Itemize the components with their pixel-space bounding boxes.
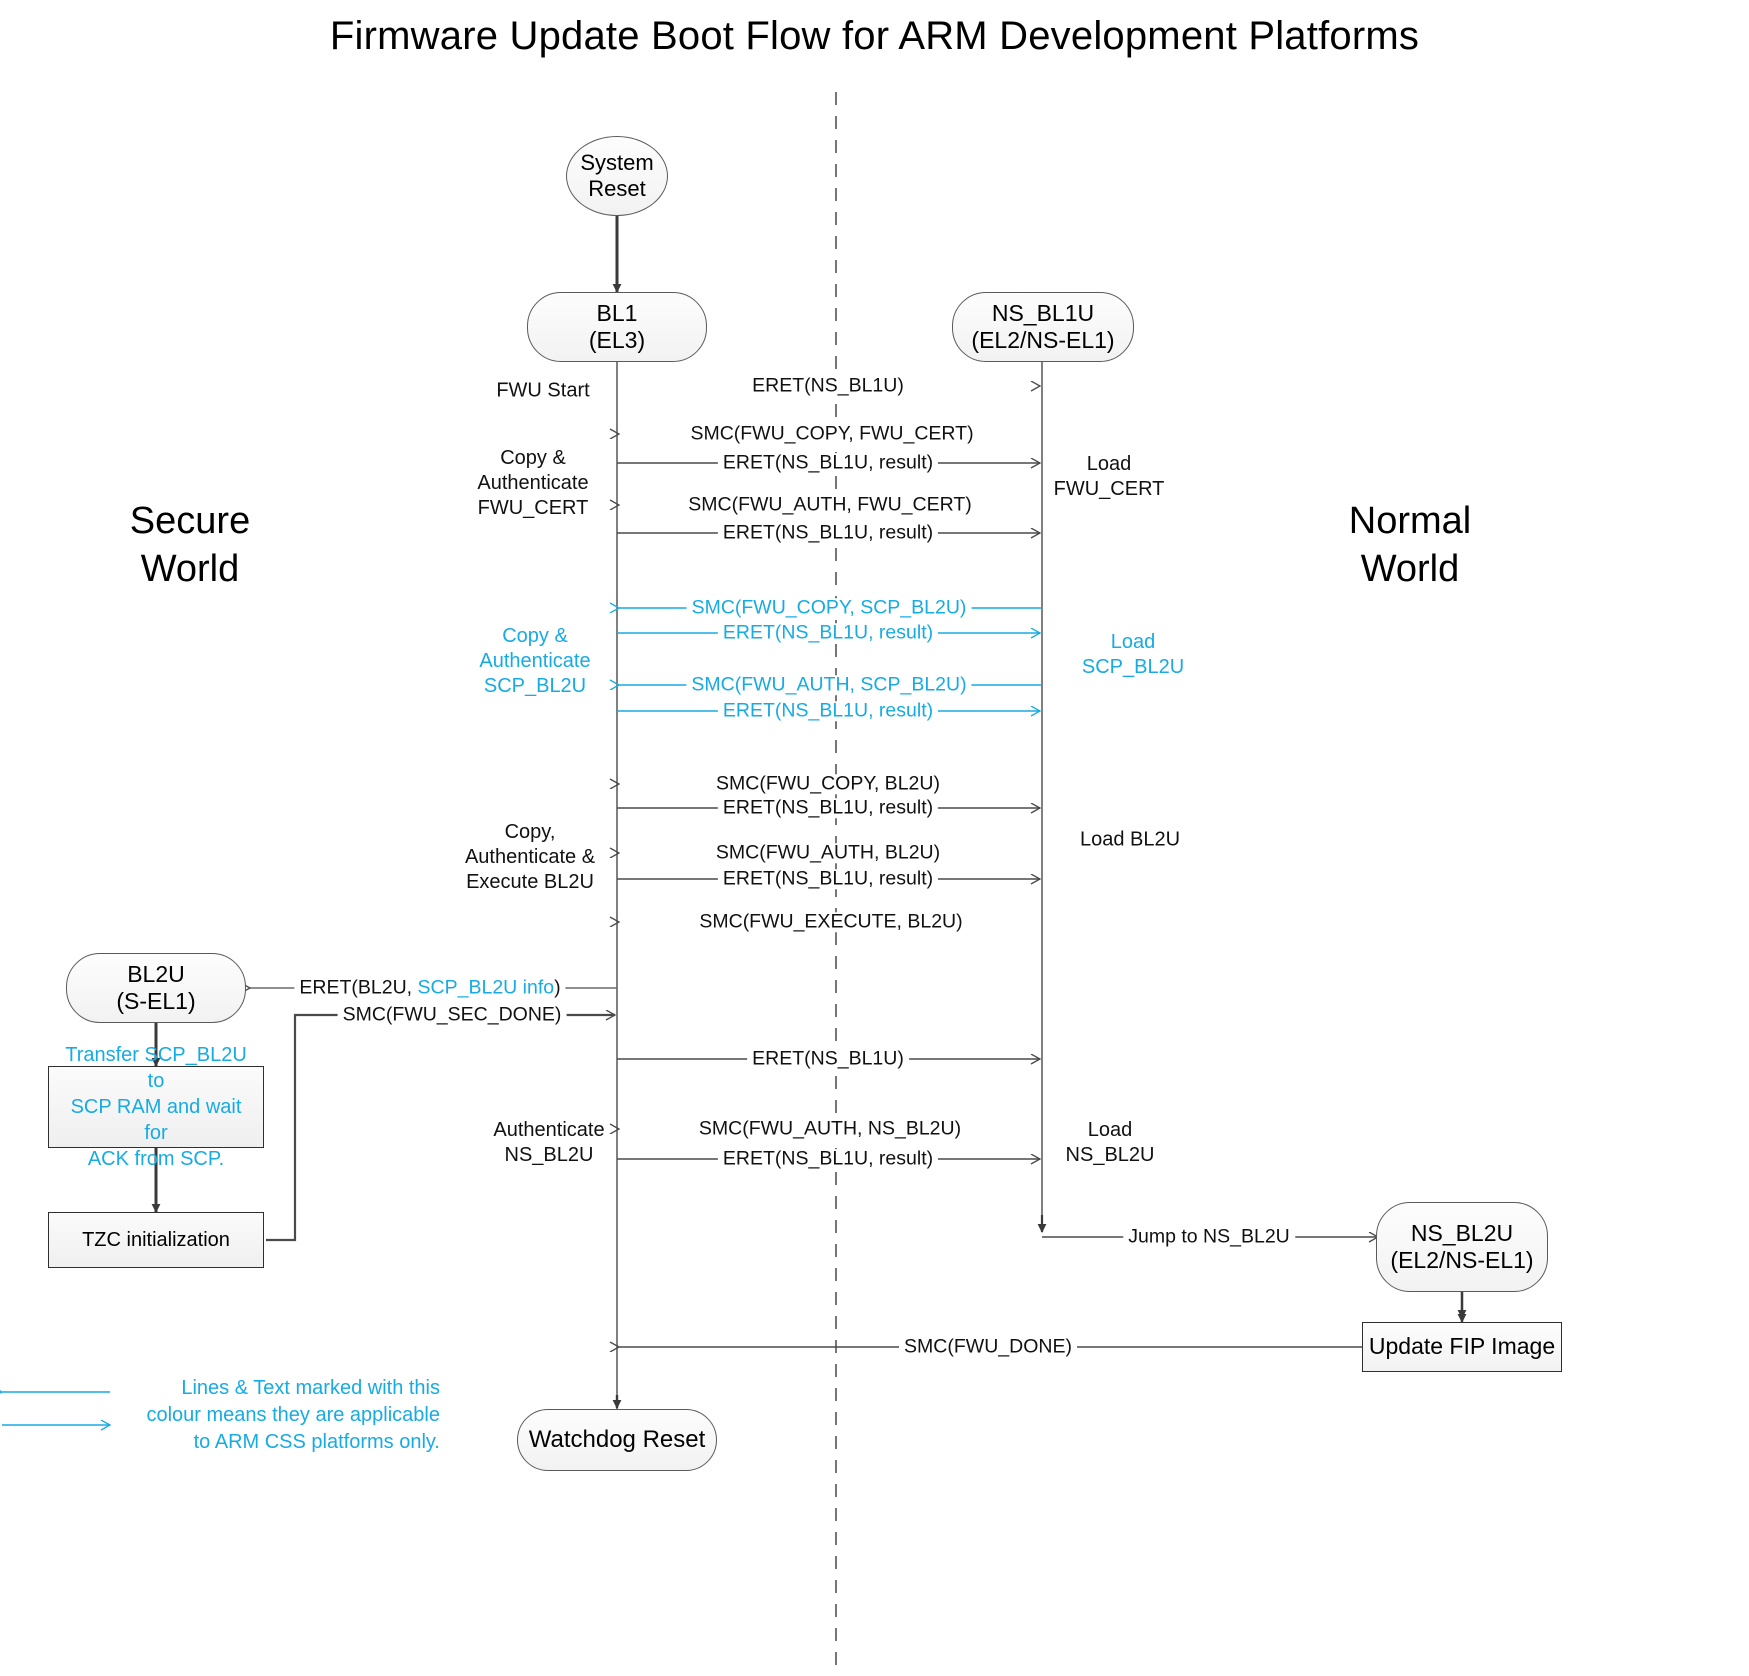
message-label-m8: SMC(FWU_AUTH, SCP_BL2U) (686, 675, 972, 695)
node-system-reset[interactable]: System Reset (566, 136, 668, 216)
legend-note: Lines & Text marked with this colour mea… (146, 1377, 440, 1453)
note-transfer-scp-bl2u: Transfer SCP_BL2U to SCP RAM and wait fo… (48, 1044, 264, 1170)
message-label-m20: SMC(FWU_DONE) (899, 1337, 1077, 1357)
node-ns-bl1u[interactable]: NS_BL1U (EL2/NS-EL1) (952, 292, 1134, 362)
node-bl1-label: BL1 (EL3) (588, 299, 646, 353)
node-ns-bl1u-label: NS_BL1U (EL2/NS-EL1) (971, 299, 1115, 353)
node-bl2u-label: BL2U (S-EL1) (116, 960, 196, 1014)
message-label-m19: Jump to NS_BL2U (1123, 1227, 1295, 1247)
annotation-copy-auth-scp-bl2u: Copy & Authenticate SCP_BL2U (479, 624, 591, 697)
message-label-m1: ERET(NS_BL1U) (747, 376, 909, 396)
message-label-m4: SMC(FWU_AUTH, FWU_CERT) (683, 495, 977, 515)
annotation-auth-ns-bl2u: Authenticate NS_BL2U (493, 1119, 605, 1166)
message-label-m5: ERET(NS_BL1U, result) (717, 523, 939, 543)
node-ns-bl2u[interactable]: NS_BL2U (EL2/NS-EL1) (1376, 1202, 1548, 1292)
eret-bl2u-prefix: ERET(BL2U, (299, 976, 418, 999)
message-label-m15: SMC(FWU_SEC_DONE) (337, 1005, 567, 1025)
message-label-m13: ERET(NS_BL1U, result) (717, 869, 939, 889)
node-system-reset-label: System Reset (580, 150, 654, 201)
message-label-m16: ERET(NS_BL1U) (747, 1049, 909, 1069)
message-label-m2: SMC(FWU_COPY, FWU_CERT) (685, 424, 979, 444)
message-label-m9: ERET(NS_BL1U, result) (717, 701, 939, 721)
annotation-load-scp-bl2u: Load SCP_BL2U (1081, 631, 1185, 678)
eret-bl2u-suffix: ) (554, 976, 561, 999)
annotation-load-fwu-cert: Load FWU_CERT (1053, 453, 1165, 500)
annotation-load-ns-bl2u: Load NS_BL2U (1065, 1119, 1155, 1166)
node-update-fip-image-label: Update FIP Image (1368, 1333, 1556, 1360)
message-label-m6: SMC(FWU_COPY, SCP_BL2U) (686, 598, 972, 618)
message-label-m7: ERET(NS_BL1U, result) (717, 623, 939, 643)
node-ns-bl2u-label: NS_BL2U (EL2/NS-EL1) (1390, 1219, 1534, 1273)
message-label-m18: ERET(NS_BL1U, result) (717, 1149, 939, 1169)
node-watchdog-reset-label: Watchdog Reset (528, 1425, 706, 1453)
message-label-m14: SMC(FWU_EXECUTE, BL2U) (694, 912, 968, 932)
page-title: Firmware Update Boot Flow for ARM Develo… (329, 14, 1420, 58)
secure-world-label: Secure World (129, 500, 251, 590)
node-bl2u[interactable]: BL2U (S-EL1) (66, 953, 246, 1023)
node-bl1[interactable]: BL1 (EL3) (527, 292, 707, 362)
message-label-eret-bl2u: ERET(BL2U, SCP_BL2U info) (294, 976, 566, 999)
message-label-m12: SMC(FWU_AUTH, BL2U) (710, 843, 946, 863)
eret-bl2u-cyan-part: SCP_BL2U info (417, 976, 555, 999)
message-label-m10: SMC(FWU_COPY, BL2U) (711, 774, 945, 794)
message-label-m17: SMC(FWU_AUTH, NS_BL2U) (693, 1119, 967, 1139)
normal-world-label: Normal World (1348, 500, 1472, 590)
note-transfer-scp-bl2u-label: Transfer SCP_BL2U to SCP RAM and wait fo… (65, 1044, 247, 1170)
node-update-fip-image[interactable]: Update FIP Image (1362, 1322, 1562, 1372)
annotation-copy-auth-fwu-cert: Copy & Authenticate FWU_CERT (477, 446, 589, 519)
annotation-load-bl2u: Load BL2U (1079, 828, 1181, 851)
message-label-m3: ERET(NS_BL1U, result) (717, 453, 939, 473)
note-tzc-initialization: TZC initialization (48, 1212, 264, 1268)
annotation-copy-auth-exec-bl2u: Copy, Authenticate & Execute BL2U (464, 820, 596, 893)
note-tzc-initialization-label: TZC initialization (82, 1229, 230, 1251)
node-watchdog-reset[interactable]: Watchdog Reset (517, 1409, 717, 1471)
message-label-m11: ERET(NS_BL1U, result) (717, 798, 939, 818)
annotation-fwu-start: FWU Start (496, 379, 590, 402)
